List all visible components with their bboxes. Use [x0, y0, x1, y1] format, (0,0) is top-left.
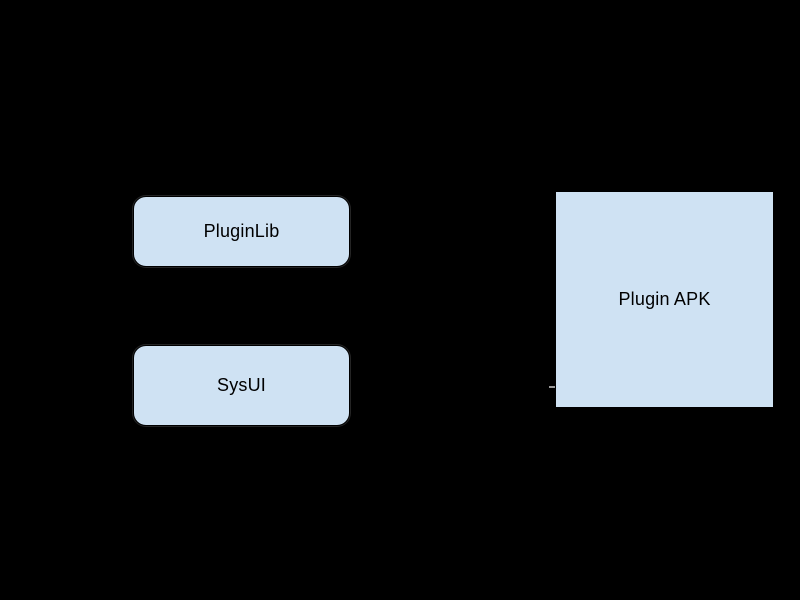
- diagram-node-plugin-apk: Plugin APK: [555, 191, 774, 408]
- node-label-plugin-apk: Plugin APK: [618, 289, 711, 309]
- diagram-node-sysui: SysUI: [133, 345, 350, 426]
- node-label-pluginlib: PluginLib: [203, 221, 280, 241]
- arrowhead-artifact: [549, 386, 555, 388]
- diagram-node-pluginlib: PluginLib: [133, 196, 350, 267]
- node-label-sysui: SysUI: [216, 375, 266, 395]
